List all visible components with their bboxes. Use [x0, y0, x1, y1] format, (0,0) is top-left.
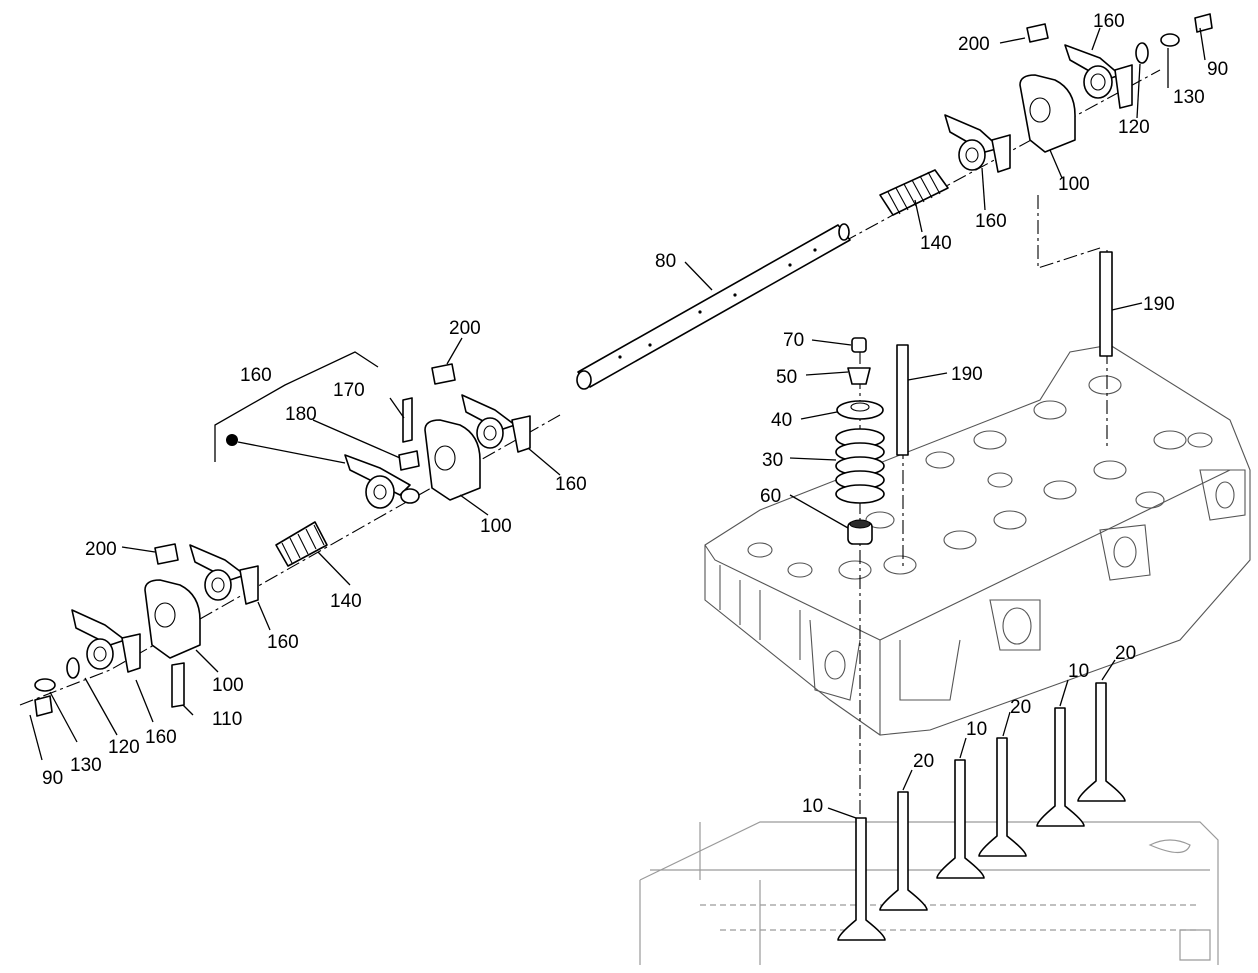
- callout-110: 110: [212, 709, 242, 730]
- nut-200-left: [154, 543, 179, 565]
- rocker-arm-top-right: [1064, 44, 1133, 109]
- valve-3: [936, 759, 985, 879]
- callout-130-left: 130: [70, 755, 102, 776]
- callout-40: 40: [771, 410, 792, 431]
- nut-200-top: [1026, 23, 1049, 43]
- valve-5: [1036, 707, 1085, 827]
- callout-labels: 200 160 90 130 120 100 160 140 80 190 70…: [42, 11, 1228, 817]
- callout-160-left: 160: [267, 632, 299, 653]
- callout-180: 180: [285, 404, 317, 425]
- rocker-bracket-top: [1019, 74, 1076, 153]
- rocker-shaft: [576, 223, 851, 390]
- valve-4: [978, 737, 1027, 857]
- callout-200-mid: 200: [449, 318, 481, 339]
- callout-30: 30: [762, 450, 783, 471]
- valve-collet-50: [847, 367, 871, 385]
- washers-right: [1135, 13, 1213, 64]
- callout-80: 80: [655, 251, 676, 272]
- rocker-bracket-mid: [424, 419, 481, 501]
- callout-160-topmid: 160: [975, 211, 1007, 232]
- callout-20-c: 20: [1115, 643, 1136, 664]
- rocker-spring-left: [275, 521, 328, 567]
- callout-160-bracket: 160: [240, 365, 272, 386]
- valve-spring-30: [835, 428, 885, 504]
- callout-100-mid: 100: [480, 516, 512, 537]
- callout-120-top: 120: [1118, 117, 1150, 138]
- rocker-arm-top-mid: [944, 114, 1011, 173]
- rocker-bracket-left: [144, 579, 201, 659]
- washers-left: [34, 657, 80, 717]
- callout-140-left: 140: [330, 591, 362, 612]
- callout-70: 70: [783, 330, 804, 351]
- callout-90-top: 90: [1207, 59, 1228, 80]
- nut-180: [398, 450, 420, 471]
- cylinder-head: [704, 344, 1251, 736]
- callout-160-leftlow: 160: [145, 727, 177, 748]
- callout-140-top: 140: [920, 233, 952, 254]
- callout-200-left: 200: [85, 539, 117, 560]
- callout-20-a: 20: [913, 751, 934, 772]
- callout-10-a: 10: [802, 796, 823, 817]
- callout-160-top: 160: [1093, 11, 1125, 32]
- valve-retainer-40: [836, 400, 884, 420]
- callout-200-top: 200: [958, 34, 990, 55]
- valve-2: [879, 791, 928, 911]
- callout-190-mid: 190: [951, 364, 983, 385]
- callout-60: 60: [760, 486, 781, 507]
- callout-50: 50: [776, 367, 797, 388]
- valve-1: [837, 817, 886, 941]
- callout-100-left: 100: [212, 675, 244, 696]
- rocker-arm-left-lower: [71, 609, 141, 673]
- rocker-arm-left-upper: [189, 544, 259, 605]
- valve-6: [1077, 682, 1126, 802]
- valve-seal-60: [847, 519, 873, 545]
- callout-10-b: 10: [966, 719, 987, 740]
- valve-cap-70: [851, 337, 867, 353]
- engine-block-outline: [639, 821, 1219, 965]
- callout-20-b: 20: [1010, 697, 1031, 718]
- rocker-arm-mid-left: [344, 454, 420, 509]
- callout-90-left: 90: [42, 768, 63, 789]
- callout-160-mid: 160: [555, 474, 587, 495]
- stud-190-mid: [896, 344, 909, 456]
- assembly-centerlines: [19, 69, 1161, 820]
- callout-10-c: 10: [1068, 661, 1089, 682]
- pin-110: [171, 662, 185, 708]
- stud-190-right: [1099, 251, 1113, 357]
- stud-170: [402, 397, 413, 443]
- callout-100-top: 100: [1058, 174, 1090, 195]
- leader-lines: [29, 27, 1206, 819]
- callout-170: 170: [333, 380, 365, 401]
- nut-200-mid: [431, 363, 456, 385]
- rocker-arm-mid-right: [461, 394, 531, 453]
- rocker-spring-top: [879, 169, 949, 216]
- callout-130-top: 130: [1173, 87, 1205, 108]
- callout-190-right: 190: [1143, 294, 1175, 315]
- callout-120-left: 120: [108, 737, 140, 758]
